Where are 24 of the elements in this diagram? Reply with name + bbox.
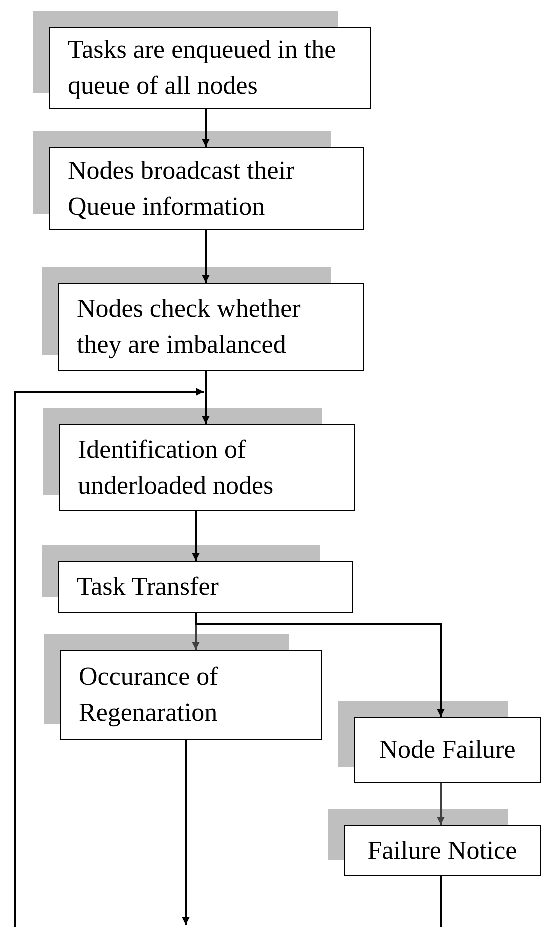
process-box [58, 283, 364, 371]
arrow [437, 783, 445, 825]
step-text: Nodes check whether they are imbalanced [77, 293, 302, 361]
step-text: Failure Notice [368, 834, 518, 866]
process-box [60, 650, 322, 740]
step-text: Nodes broadcast their Queue information [68, 154, 296, 222]
arrow [202, 371, 210, 424]
process-box [49, 147, 364, 230]
step-text: Node Failure [379, 734, 516, 766]
arrow [182, 740, 190, 925]
arrow [202, 230, 210, 283]
process-box [59, 424, 355, 511]
step-text: Tasks are enqueued in the queue of all nodes [68, 34, 338, 102]
arrow [202, 109, 210, 147]
arrow [195, 613, 445, 717]
process-box [49, 27, 371, 109]
process-box [58, 561, 353, 613]
arrow [192, 511, 200, 561]
arrow [14, 388, 204, 927]
step-text: Identification of underloaded nodes [78, 434, 275, 502]
step-text: Task Transfer [77, 571, 219, 603]
process-box [344, 825, 541, 876]
step-text: Occurance of Regenaration [79, 661, 220, 729]
process-box [354, 717, 541, 783]
